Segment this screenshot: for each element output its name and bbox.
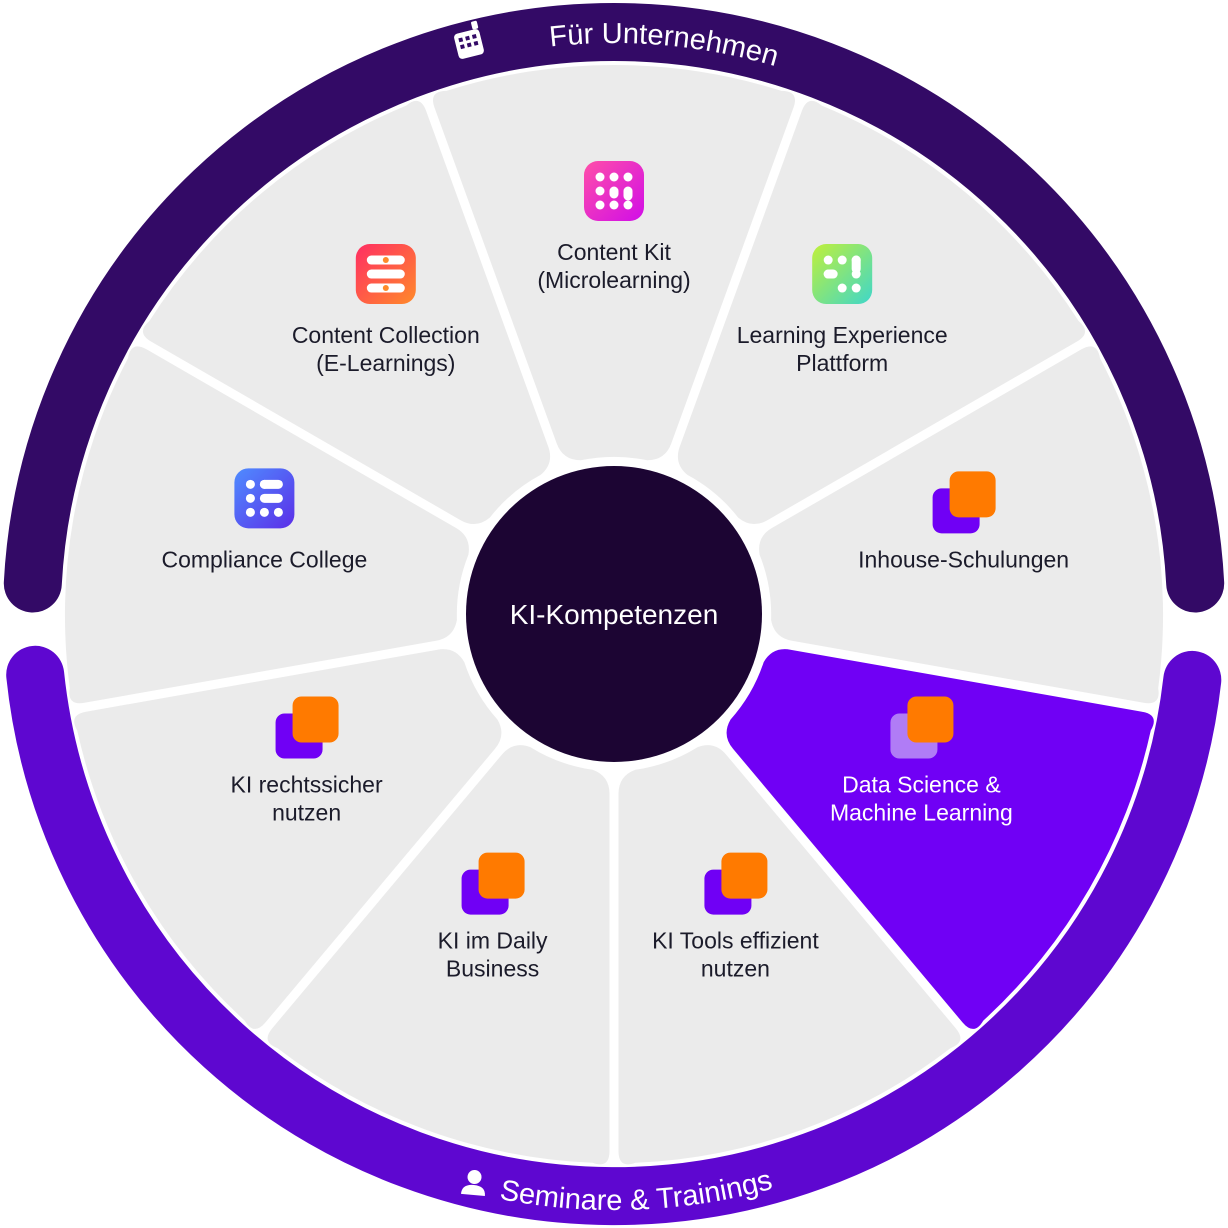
segment-label: Learning Experience [737, 322, 948, 348]
segment-label: (E-Learnings) [316, 350, 455, 376]
center-circle[interactable] [466, 466, 762, 762]
training-squares-icon [704, 852, 768, 915]
training-squares-icon [890, 696, 954, 759]
segment-label: KI im Daily [438, 928, 548, 954]
segment-data-science-machine-learning[interactable]: Data Science &Machine Learning [726, 649, 1154, 1029]
segment-shape [267, 745, 610, 1165]
lxp-app-icon [812, 244, 873, 305]
segment-shape [618, 745, 961, 1165]
segment-content-collection[interactable]: Content Collection(E-Learnings) [142, 100, 551, 525]
training-squares-icon [275, 696, 339, 759]
segment-label: Data Science & [842, 772, 1001, 798]
segment-shape [677, 100, 1086, 525]
ring-fuer-unternehmen [3, 3, 1225, 613]
segment-label: KI rechtssicher [231, 772, 383, 798]
segment-label: Business [446, 956, 539, 982]
training-squares-icon [461, 852, 525, 915]
segment-label: Machine Learning [830, 800, 1013, 826]
segment-label: nutzen [272, 800, 341, 826]
segment-label: Content Kit [557, 239, 671, 265]
segment-label: nutzen [701, 956, 770, 982]
segment-compliance-college[interactable]: Compliance College [64, 346, 469, 704]
content-collection-app-icon [355, 244, 416, 305]
segment-label: (Microlearning) [537, 267, 690, 293]
center-label: KI-Kompetenzen [510, 599, 719, 630]
segment-label: Compliance College [161, 546, 367, 572]
center-hub: KI-Kompetenzen [466, 466, 762, 762]
training-squares-icon [932, 471, 996, 534]
segment-label: Inhouse-Schulungen [858, 546, 1069, 572]
segment-shape [433, 64, 795, 461]
segments: Content Kit(Microlearning)Learning Exper… [64, 64, 1164, 1165]
segment-shape [726, 649, 1154, 1029]
segment-shape [74, 649, 502, 1029]
compliance-app-icon [234, 468, 295, 529]
segment-inhouse-schulungen[interactable]: Inhouse-Schulungen [759, 346, 1164, 704]
segment-label: Plattform [796, 350, 888, 376]
content-kit-app-icon [584, 161, 644, 221]
segment-label: Content Collection [292, 322, 480, 348]
segment-content-kit[interactable]: Content Kit(Microlearning) [433, 64, 795, 461]
building-icon [454, 20, 484, 59]
segment-label: KI Tools effizient [652, 928, 819, 954]
person-icon [460, 1170, 485, 1197]
ring-seminare-trainings [6, 645, 1222, 1226]
segment-shape [142, 100, 551, 525]
